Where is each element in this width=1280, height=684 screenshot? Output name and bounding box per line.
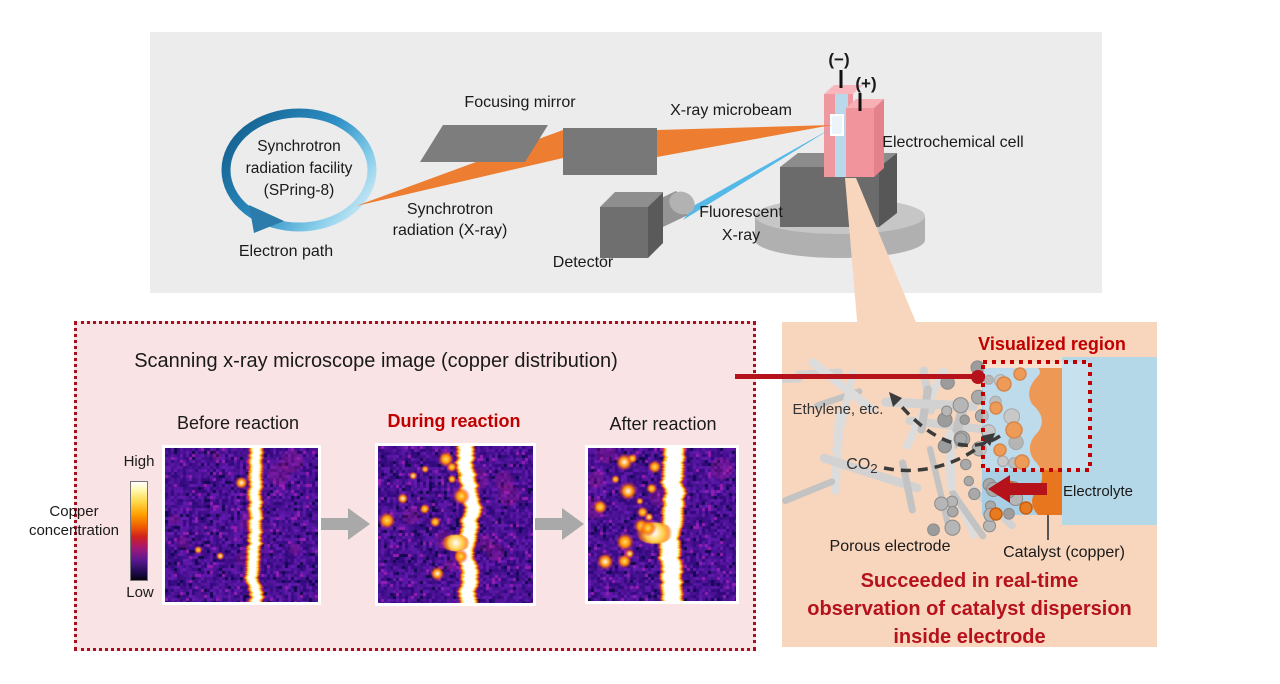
electrochemical-cell-label: Electrochemical cell [882, 134, 1024, 151]
cell-front-slab [846, 99, 884, 177]
stage-label-during: During reaction [387, 411, 521, 431]
co2-label: CO2 [846, 456, 878, 477]
fluorescent-xray-beam [683, 128, 832, 220]
optics-box-shape [563, 128, 657, 175]
copper-concentration-colorbar [130, 481, 148, 581]
microscope-image-during [375, 443, 536, 606]
microscope-image-after [585, 445, 739, 604]
connector-dot [971, 370, 985, 384]
colorbar-low-label: Low [126, 584, 154, 601]
connector-line [735, 374, 975, 379]
arrow-before-to-during-icon [321, 508, 370, 540]
electrolyte-bulk [1062, 357, 1157, 525]
ethylene-label: Ethylene, etc. [792, 401, 884, 418]
electrode-particles [927, 360, 1024, 537]
scan-image-panel: Scanning x-ray microscope image (copper … [74, 321, 756, 651]
visualized-region-title: Visualized region [978, 334, 1126, 354]
porous-electrode-label: Porous electrode [829, 538, 951, 555]
facility-label: Synchrotron radiation facility (SPring-8… [245, 138, 353, 199]
result-caption: Succeeded in real-time observation of ca… [807, 570, 1132, 648]
electron-direction-arrow [249, 205, 284, 233]
co2-flow-arrow [883, 433, 995, 473]
electrolyte-label: Electrolyte [1062, 483, 1134, 500]
electron-path-label: Electron path [238, 243, 334, 260]
catalyst-layer [1029, 368, 1062, 515]
plus-electrode-label: (+) [855, 74, 877, 93]
visualized-region-panel: Visualized region Ethylene, etc. CO2 Ele… [782, 322, 1157, 648]
minus-electrode-label: (−) [828, 50, 850, 69]
colorbar-high-label: High [123, 453, 155, 470]
electrode-schematic [782, 357, 1157, 540]
detector-shape [600, 190, 695, 258]
synchrotron-ring [221, 108, 377, 232]
microscope-image-before [162, 445, 321, 605]
arrow-during-to-after-icon [535, 508, 584, 540]
copper-concentration-label: Copper concentration [28, 503, 120, 539]
fluorescent-xray-label: Fluorescent X-ray [699, 204, 783, 244]
stage-label-before: Before reaction [176, 413, 300, 433]
synchrotron-radiation-label: Synchrotron radiation (X-ray) [392, 201, 508, 239]
detector-label: Detector [552, 254, 614, 271]
focusing-mirror-shape [420, 125, 548, 162]
xray-microbeam-label: X-ray microbeam [670, 102, 792, 119]
scan-panel-title: Scanning x-ray microscope image (copper … [134, 350, 618, 372]
electrolyte-flow-arrow [988, 475, 1047, 503]
focusing-mirror-label: Focusing mirror [464, 94, 576, 111]
ethylene-flow-arrow [889, 392, 1001, 448]
visualized-region-highlight [983, 362, 1090, 470]
catalyst-label: Catalyst (copper) [1003, 544, 1125, 561]
xray-microbeam-shape [657, 125, 832, 157]
stage-label-after: After reaction [609, 414, 717, 434]
beamline-diagram-panel: Synchrotron radiation facility (SPring-8… [150, 32, 1102, 293]
